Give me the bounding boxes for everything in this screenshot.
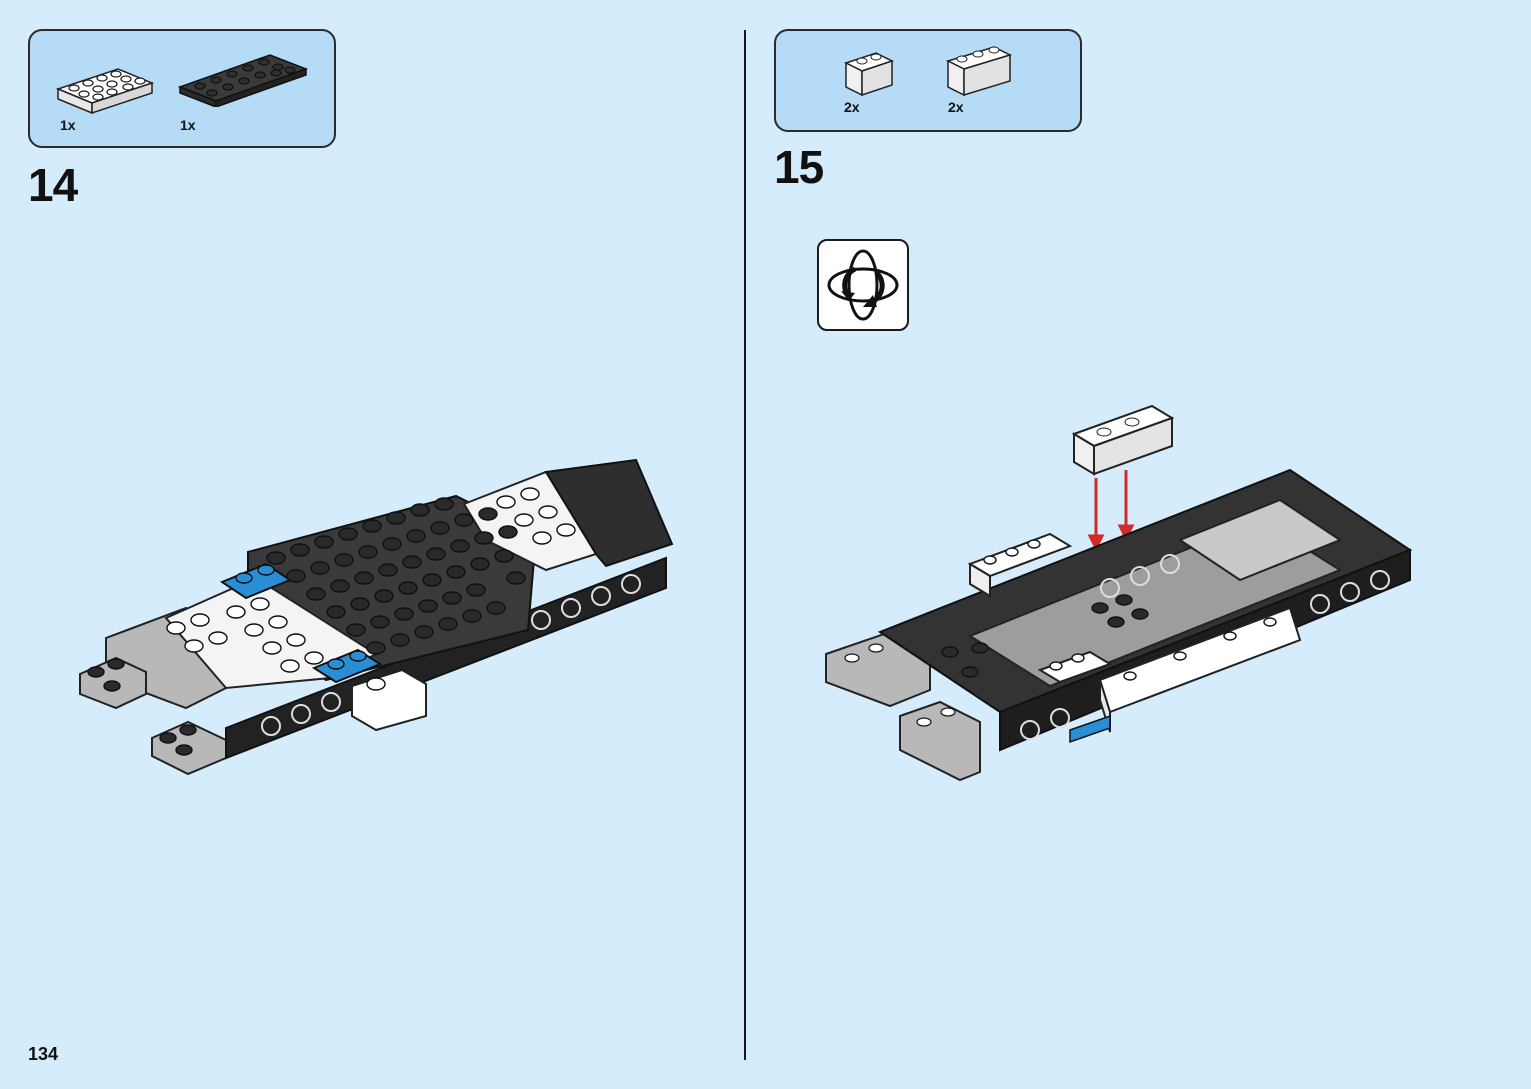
white-plate-2x6-icon [56,68,155,115]
new-brick-1x3 [1071,404,1175,476]
page-number: 134 [28,1044,59,1064]
black-plate-2x6-icon [178,54,309,107]
placement-arrows [1087,470,1135,552]
rotate-model-icon [817,239,909,331]
step-14-assembly-illustration [79,458,674,776]
parts-callout-step-15: 2x 2x [774,29,1082,132]
part-quantity: 2x [948,99,964,115]
step-number: 14 [28,159,78,211]
part-quantity: 1x [60,117,76,133]
page-divider [744,30,746,1060]
part-quantity: 1x [180,117,196,133]
white-brick-1x2-icon [844,52,894,97]
step-15-assembly-illustration [825,404,1413,782]
part-quantity: 2x [844,99,860,115]
white-brick-1x3-icon [945,46,1013,97]
parts-callout-step-14: 1x 1x [28,29,336,148]
step-number: 15 [774,141,824,193]
